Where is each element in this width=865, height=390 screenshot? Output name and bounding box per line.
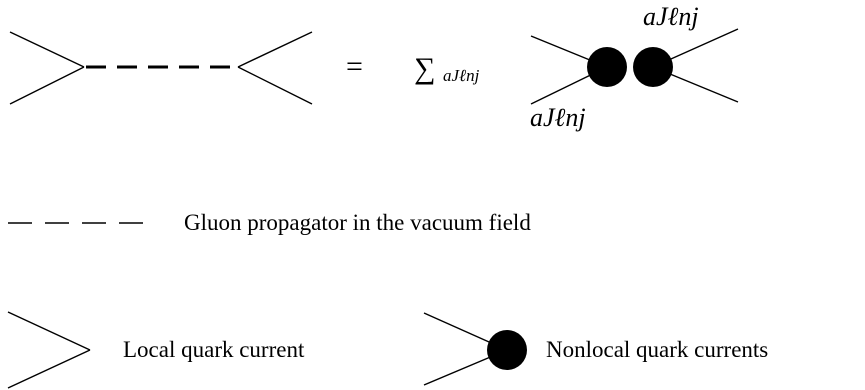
right-quark-vertex [237,31,313,105]
legend-gluon-propagator: Gluon propagator in the vacuum field [8,210,531,235]
nonlocal-vertex-dot [487,330,527,370]
equals-sign: = [346,50,363,83]
sum-index-subscript: aJℓnj [443,66,480,85]
nonlocal-quark-current-vertex [423,312,527,386]
legend-quark-currents: Local quark current Nonlocal quark curre… [7,311,768,389]
rhs-nonlocal-diagram: aJℓnj aJℓnj [530,2,739,132]
lower-index-label: aJℓnj [530,103,586,132]
local-quark-current-vertex [7,311,91,389]
local-quark-current-caption: Local quark current [123,337,305,362]
sum-over-indices: ∑ aJℓnj [414,52,480,85]
left-quark-vertex [9,31,85,105]
sum-symbol: ∑ [414,52,435,85]
nonlocal-vertex-right-dot [633,47,673,87]
nonlocal-vertex-left-dot [587,47,627,87]
nonlocal-quark-current-caption: Nonlocal quark currents [546,337,768,362]
lhs-propagator-diagram [9,31,313,105]
legend-dashed-caption: Gluon propagator in the vacuum field [184,210,531,235]
upper-index-label: aJℓnj [643,2,699,31]
